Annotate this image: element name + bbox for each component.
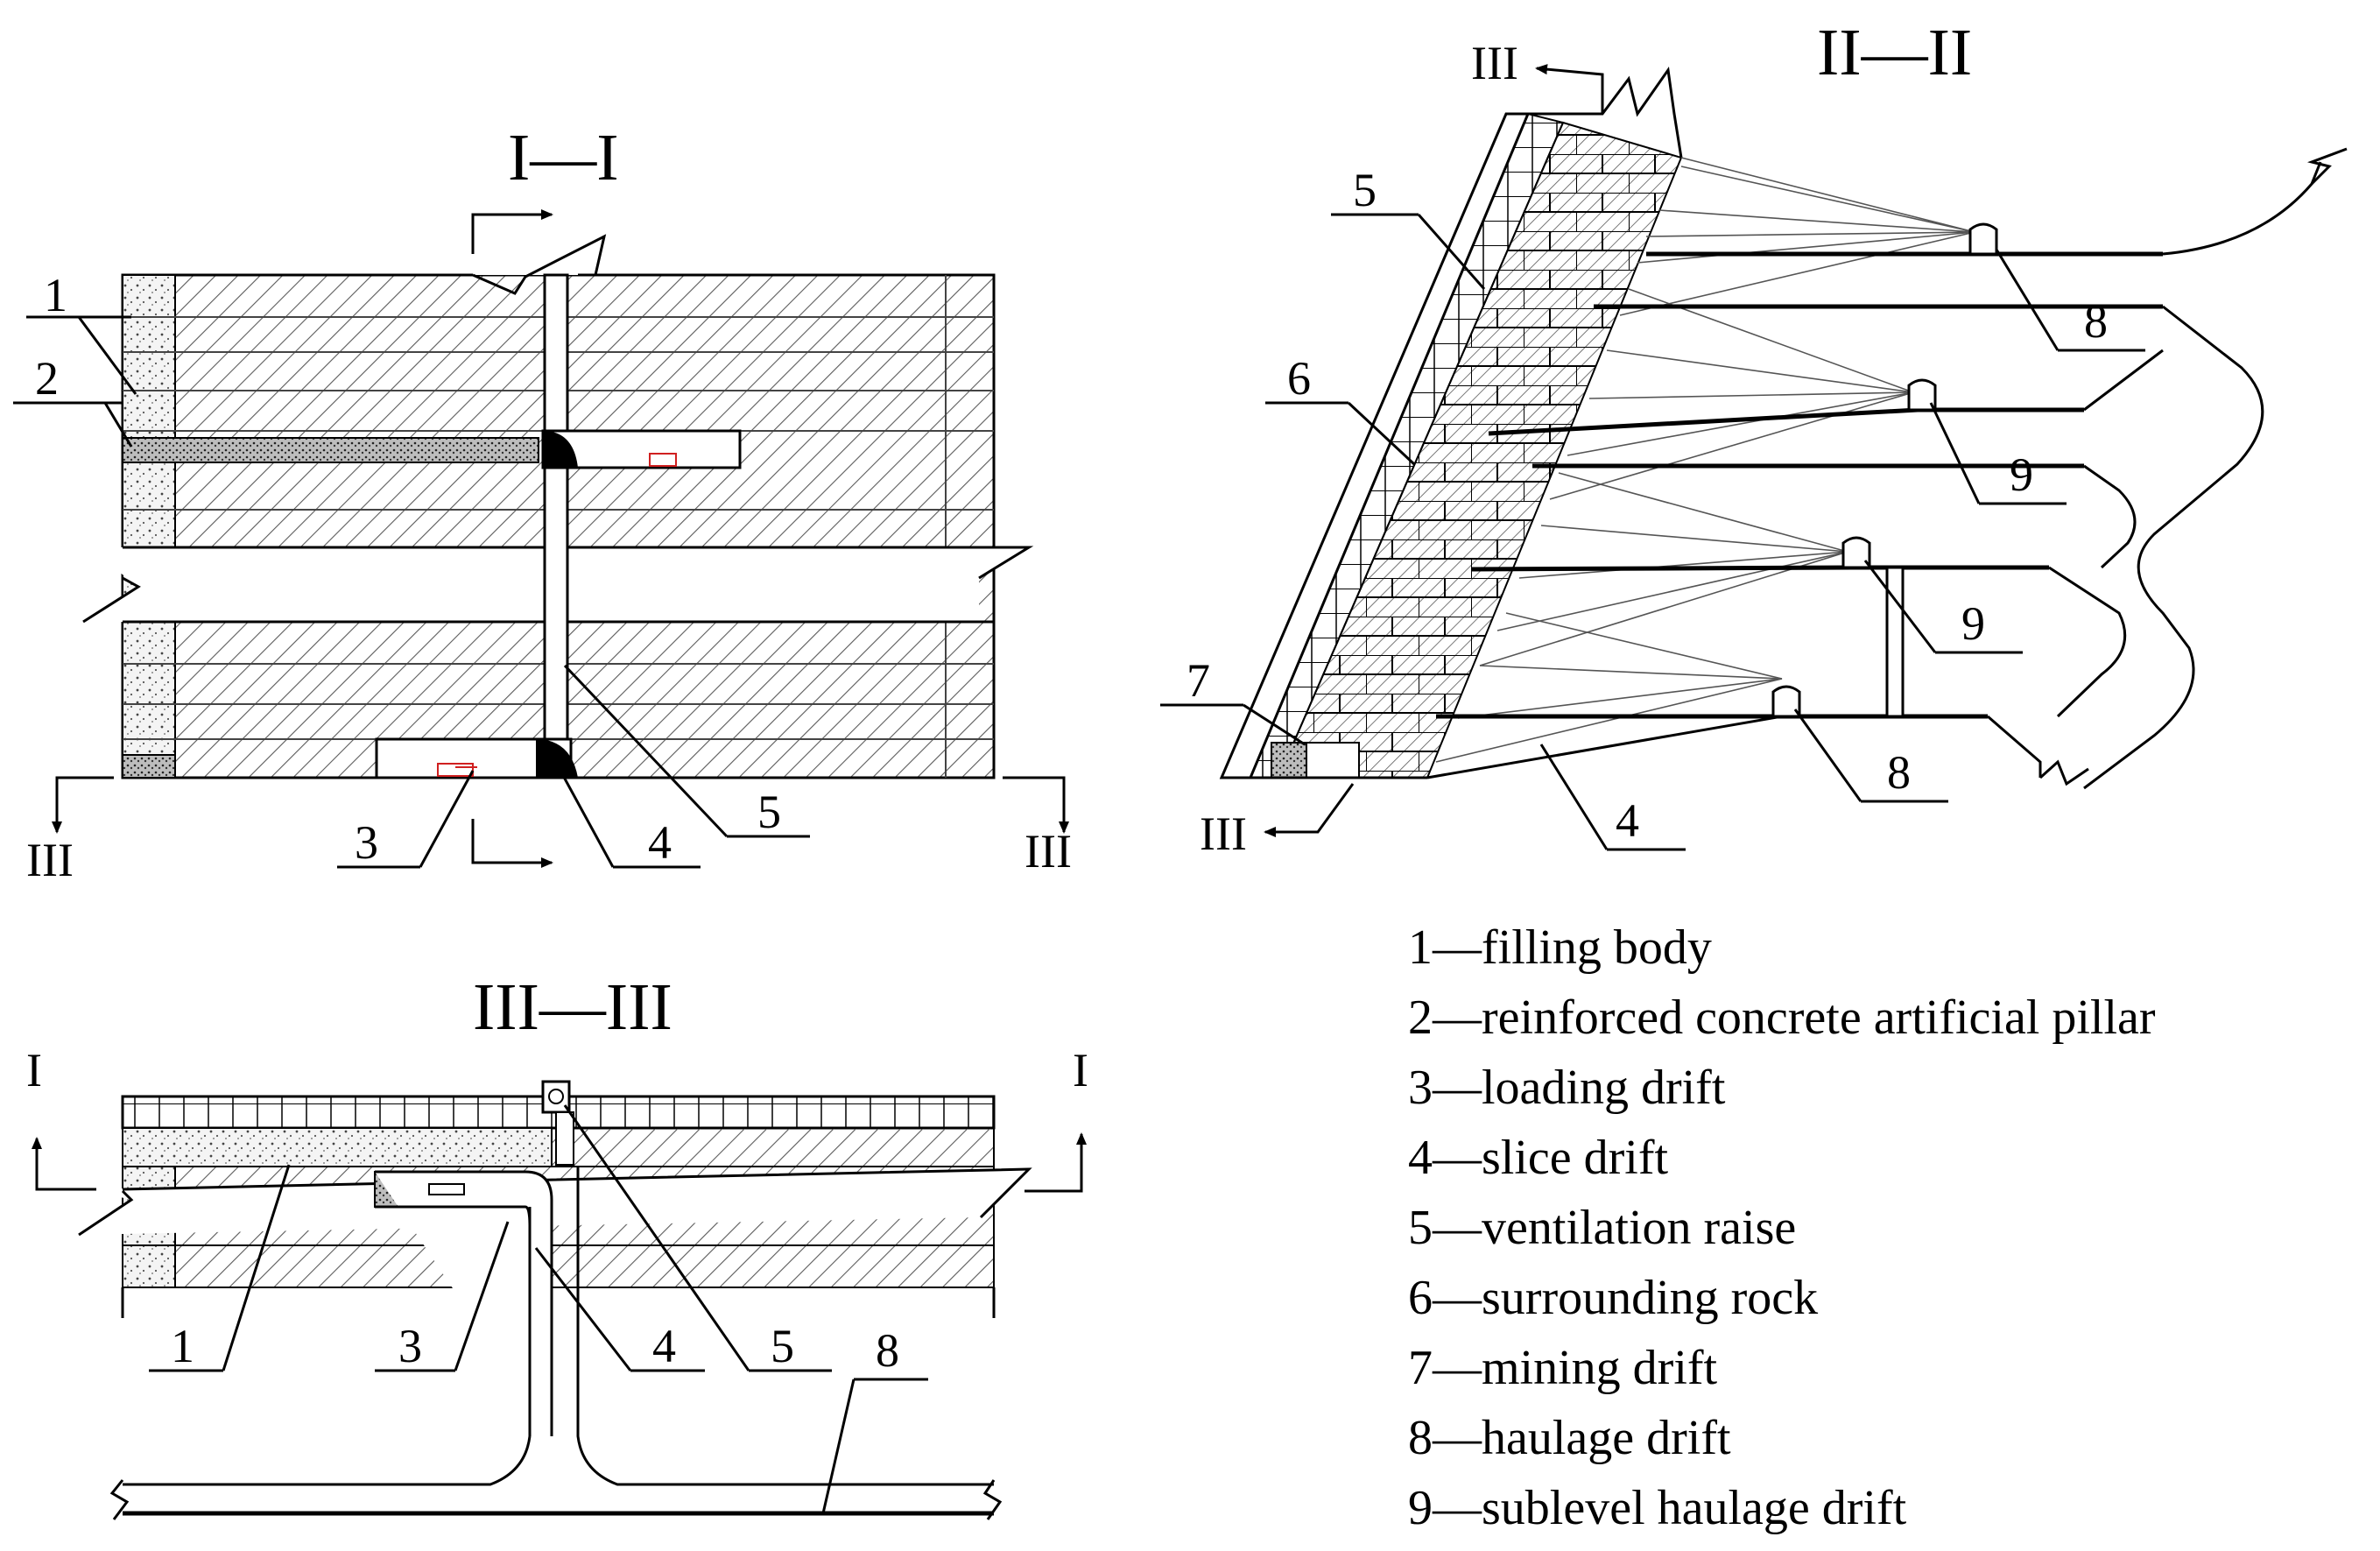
s2-callout-9-top: 9 [2010,448,2033,501]
section-1-drawing: I—I [13,121,1072,886]
s2-callout-6: 6 [1287,352,1311,405]
section-3-drawing: III—III [26,970,1088,1520]
fan-drill-holes [1435,157,1975,763]
section-2-top-mark: III [1471,37,1518,89]
s1-callout-4: 4 [648,816,672,869]
legend-item-2: 2—reinforced concrete artificial pillar [1408,991,2156,1045]
filling-body-layer [122,1127,553,1167]
s1-callout-5: 5 [757,786,781,838]
s1-callout-2: 2 [35,352,59,405]
s3-callout-5: 5 [771,1320,794,1372]
s2-callout-4: 4 [1616,794,1639,847]
section-3-left-mark: I [26,1044,42,1096]
legend-item-8: 8—haulage drift [1408,1411,1731,1465]
section-1-right-mark: III [1025,825,1072,878]
s1-callout-1: 1 [44,269,67,321]
s2-callout-5: 5 [1353,164,1377,216]
concrete-pillar-band [122,437,539,463]
section-3-title: III—III [473,970,672,1044]
section-2-bottom-mark: III [1200,807,1247,860]
s3-callout-1: 1 [171,1320,194,1372]
level-drifts [1436,251,2163,719]
section-2-drawing: II—II [1160,16,2348,860]
section-1-left-mark: III [26,834,74,886]
s3-callout-4: 4 [652,1320,676,1372]
section-3-right-mark: I [1073,1044,1088,1096]
s3-callout-3: 3 [398,1320,422,1372]
s3-callout-8: 8 [876,1324,899,1377]
s2-callout-7: 7 [1186,654,1210,707]
section-2-title: II—II [1817,16,1972,89]
legend-item-1: 1—filling body [1408,920,1712,975]
legend-item-5: 5—ventilation raise [1408,1201,1796,1255]
legend: 1—filling body 2—reinforced concrete art… [1408,920,2156,1535]
legend-item-3: 3—loading drift [1408,1061,1726,1115]
section-1-title: I—I [508,121,619,194]
legend-item-9: 9—sublevel haulage drift [1408,1481,1907,1535]
legend-item-7: 7—mining drift [1408,1341,1718,1395]
s2-callout-8-bottom: 8 [1887,746,1911,799]
s2-callout-9-bottom: 9 [1961,597,1985,650]
s1-callout-3: 3 [355,816,378,869]
legend-item-4: 4—slice drift [1408,1131,1668,1185]
filling-body-strip [122,274,176,779]
ventilation-raise [543,273,569,741]
s2-callout-8-top: 8 [2084,295,2108,348]
legend-item-6: 6—surrounding rock [1408,1271,1818,1325]
